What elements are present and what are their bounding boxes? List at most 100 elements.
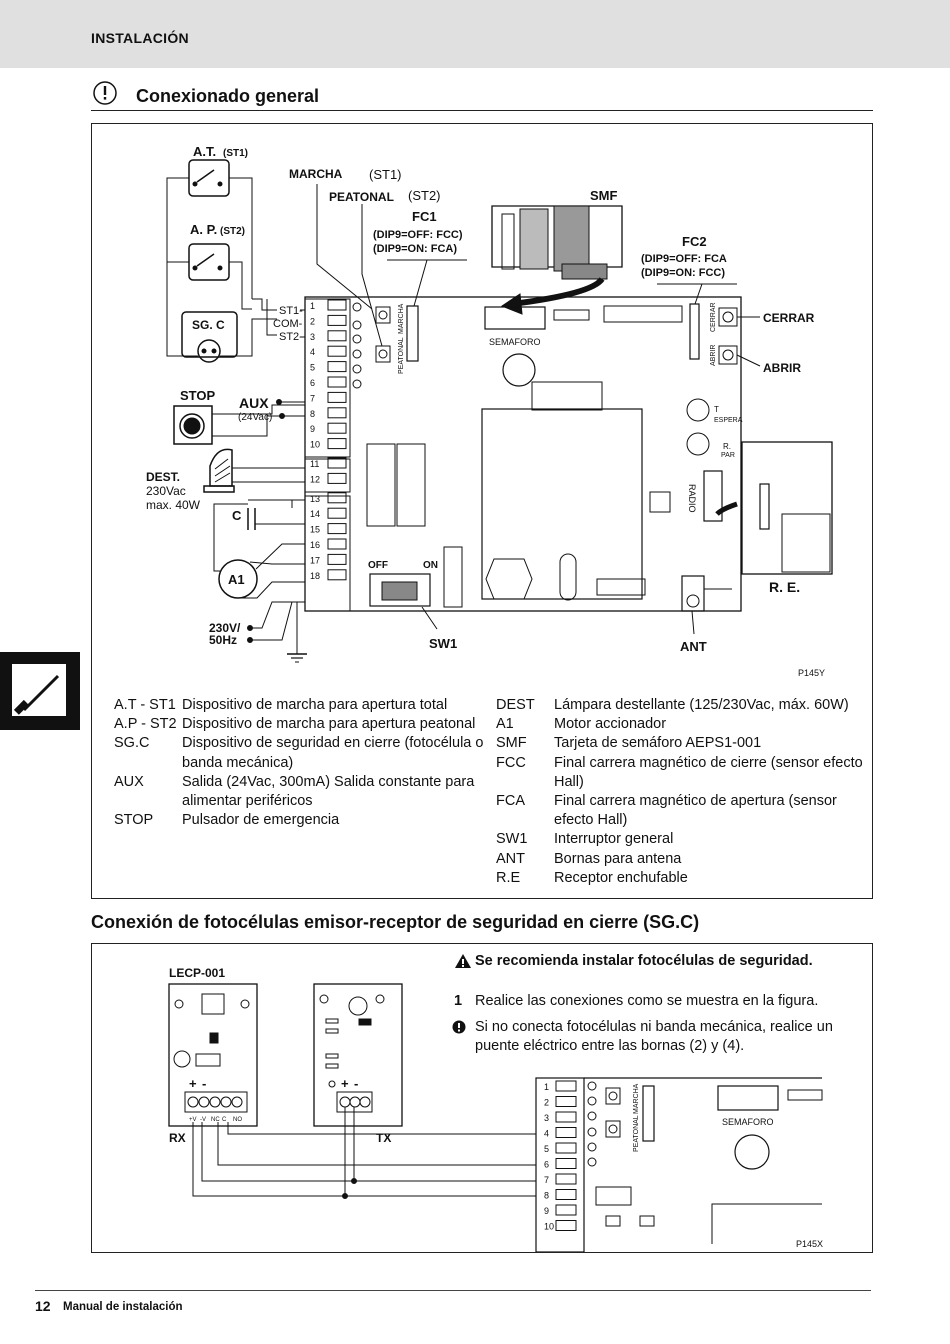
legend-code: FCA [496,793,525,810]
legend-left: A.T - ST1 Dispositivo de marcha para aper… [114,696,484,830]
legend-code: A.P - ST2 [114,716,177,733]
rx-plus: + [189,1076,197,1091]
terminal-number: 14 [310,509,320,519]
terminal-number: 2 [544,1098,549,1108]
header-band: INSTALACIÓN [0,0,950,68]
legend-code: A.T - ST1 [114,697,176,713]
legend-description: Dispositivo de marcha para apertura tota… [182,697,448,713]
section1-heading: Conexionado general [91,76,873,111]
legend-code: SMF [496,735,527,752]
mains-voltage-label: 230V/ [209,621,241,635]
legend-description: Bornas para antena [554,850,682,867]
terminal-number: 13 [310,494,320,504]
step-text: Realice las conexiones como se muestra e… [475,993,819,1009]
step-number: 1 [454,993,463,1009]
page-number: 12 [35,1298,51,1314]
tx-plus: + [341,1076,349,1091]
terminal-number: 6 [544,1160,549,1170]
semaforo-label: SEMAFORO [489,337,541,347]
r-par-label: R. [723,442,731,451]
smf-label: SMF [590,188,618,203]
legend-description: Interruptor general [554,831,674,848]
st2-small-label: (ST2) [220,226,245,237]
peatonal-st2-label: (ST2) [408,188,441,203]
legend-description: Lámpara destellante (125/230Vac, máx. 60… [554,697,849,713]
legend-description: Receptor enchufable [554,869,688,886]
info-icon [452,1020,466,1034]
radio-label: RADIO [687,484,697,513]
board2-semaforo-label: SEMAFORO [722,1117,774,1127]
rx-terminal-label: NO [233,1117,242,1123]
terminal-number: 3 [310,332,315,342]
warning-icon [455,954,471,968]
legend-entry: A.T - ST1 Dispositivo de marcha para aper… [114,696,484,715]
terminal-number: 5 [310,363,315,373]
legend-code: SW1 [496,831,528,848]
off-label: OFF [368,560,388,571]
legend-entry: SW1 Interruptor general [496,830,866,849]
stop-label: STOP [180,388,215,403]
com-term-label: COM- [273,318,303,330]
espera-label: ESPERA [714,417,743,424]
cerrar-label: CERRAR [763,311,815,325]
dest-label: DEST. [146,470,180,484]
terminal-number: 15 [310,525,320,535]
peatonal-label: PEATONAL [329,190,394,204]
marcha-st1-label: (ST1) [369,167,402,182]
general-wiring-box: A.T. (ST1) A. P. (ST2) SG. C ST1- COM- S… [91,123,873,899]
rx-unit [168,983,258,1127]
legend-entry: R.E Receptor enchufable [496,869,866,888]
terminal-number: 1 [310,301,315,311]
tx-unit [313,983,403,1127]
terminal-number: 10 [310,440,320,450]
fc2-on-label: (DIP9=ON: FCC) [641,267,725,279]
footer-rule [35,1290,871,1291]
legend-code: R.E [496,869,521,886]
at-switch [188,159,230,197]
motor-a1-label: A1 [228,572,245,587]
board-marcha-label: MARCHA [398,303,405,334]
installation-tab [0,652,80,730]
section1-title: Conexionado general [136,86,320,106]
legend-entry: SG.C Dispositivo de seguridad en cierre (… [114,734,484,772]
abrir-label: ABRIR [763,361,801,375]
rx-minus: - [202,1076,206,1091]
lecp-label: LECP-001 [169,966,225,980]
fc1-label: FC1 [412,209,437,224]
stop-button [173,405,213,445]
terminal-number: 7 [544,1175,549,1185]
terminal-number: 2 [310,316,315,326]
ap-label: A. P. [190,222,217,237]
warning-text: Se recomienda instalar fotocélulas de se… [475,953,813,969]
motor-a1-circle [218,559,258,599]
terminal-number: 11 [310,459,319,469]
legend-code: ANT [496,850,525,867]
sgc-photocell [181,311,238,363]
terminal-number: 12 [310,474,320,484]
fc1-on-label: (DIP9=ON: FCA) [373,243,457,255]
board-abrir-label: ABRIR [710,345,717,366]
footer-text: Manual de instalación [63,1301,183,1313]
legend-description: Dispositivo de seguridad en cierre (foto… [182,735,484,771]
general-wiring-diagram: A.T. (ST1) A. P. (ST2) SG. C ST1- COM- S… [146,144,833,678]
terminal-number: 1 [544,1082,549,1092]
legend-code: AUX [114,773,144,790]
sgc-label: SG. C [192,318,225,332]
board2-marcha-label: MARCHA [633,1083,640,1114]
fc1-off-label: (DIP9=OFF: FCC) [373,229,463,241]
legend-code: DEST [496,697,535,713]
rx-terminal-label: -V [200,1117,206,1123]
legend-code: SG.C [114,735,150,752]
section2-title: Conexión de fotocélulas emisor-receptor … [91,912,700,932]
terminal-number: 8 [544,1191,549,1201]
mains-frequency-label: 50Hz [209,633,237,647]
fc2-label: FC2 [682,234,707,249]
terminal-number: 4 [310,347,315,357]
marcha-label: MARCHA [289,167,343,181]
